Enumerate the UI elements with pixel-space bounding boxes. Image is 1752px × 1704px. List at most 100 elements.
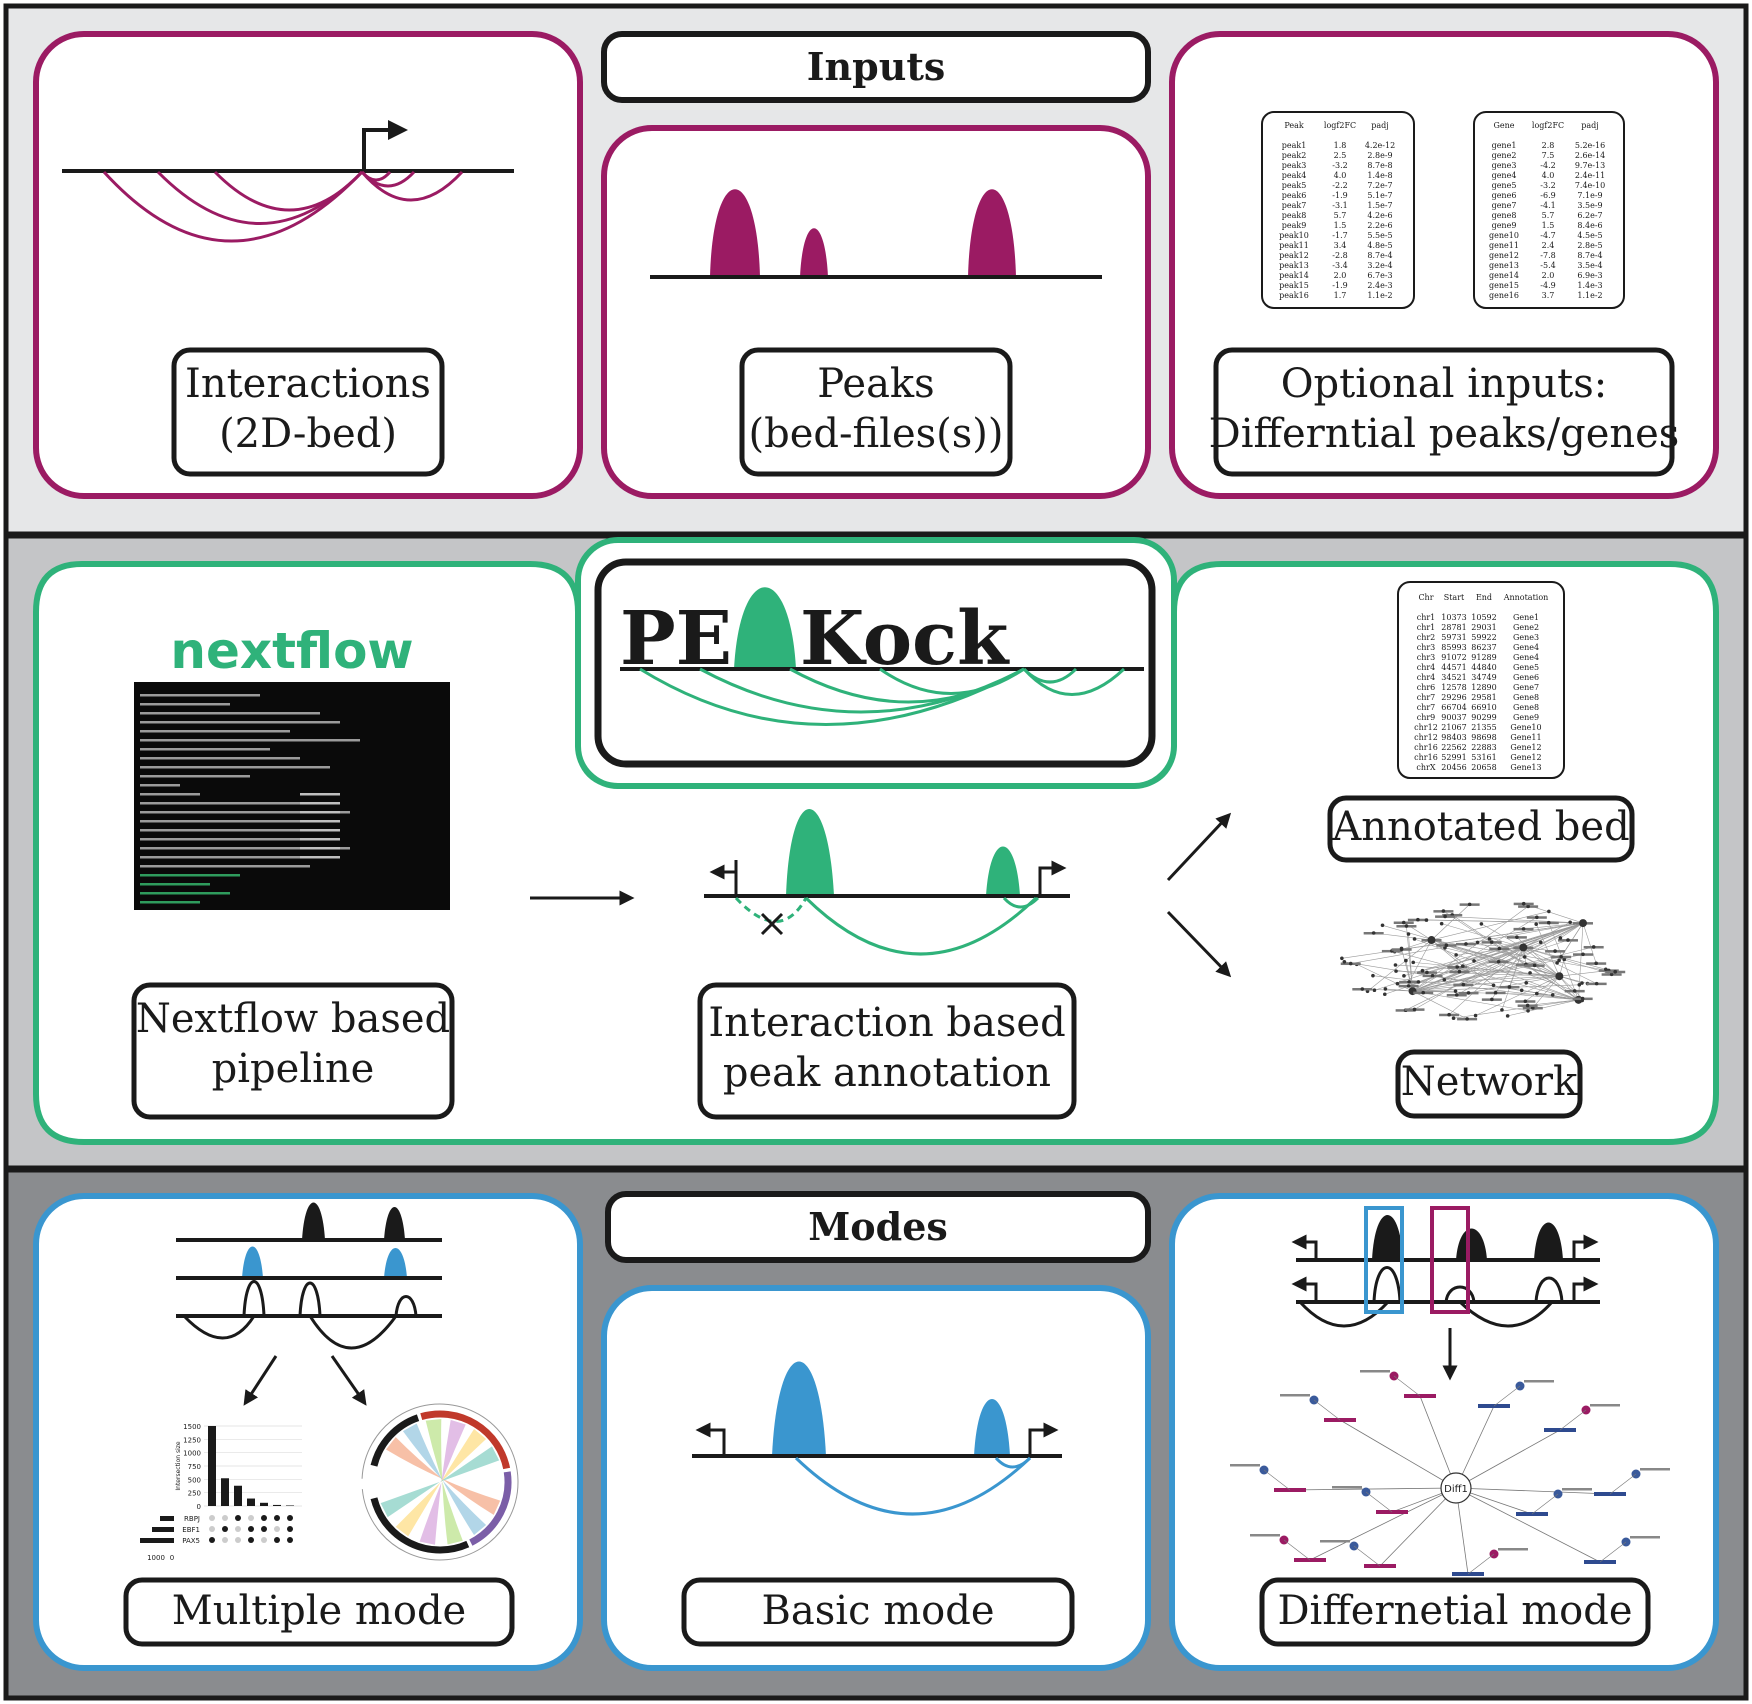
network-node	[1609, 972, 1614, 977]
diff-network-label	[1640, 1468, 1670, 1471]
upset-set-bar	[160, 1516, 174, 1521]
network-node	[1442, 977, 1447, 982]
diff-network-edge	[1455, 1429, 1561, 1489]
diff-network-edge	[1531, 1493, 1559, 1515]
diff-network-edge	[1419, 1395, 1457, 1489]
terminal-line	[140, 748, 270, 751]
network-node	[1399, 947, 1404, 952]
network-edge	[1367, 939, 1432, 992]
upset-dot	[248, 1537, 254, 1543]
gene-table-cell: gene13	[1489, 261, 1519, 270]
network-node	[1493, 990, 1498, 995]
annotated-bed-label: Annotated bed	[1331, 804, 1629, 850]
peak-table-cell: 5.5e-5	[1367, 231, 1392, 240]
gene-table-cell: 4.5e-5	[1577, 231, 1602, 240]
peak-table-cell: 2.4e-3	[1367, 281, 1392, 290]
blocked-interaction-cross-icon	[760, 912, 784, 936]
peak-table-cell: peak4	[1282, 171, 1307, 180]
network-edge	[1414, 938, 1579, 1001]
gene-table-cell: 4.0	[1542, 171, 1555, 180]
terminal-line	[140, 847, 350, 850]
diff-network-label	[1590, 1404, 1620, 1407]
basic-mode-label: Basic mode	[762, 1588, 995, 1634]
upset-bar	[247, 1498, 255, 1506]
annotation-table-cell: chr16	[1414, 743, 1438, 752]
diff-network-edge	[1379, 1487, 1457, 1567]
network-node	[1613, 969, 1618, 974]
annotation-table-cell: 53161	[1471, 753, 1496, 762]
annotation-table-cell: Gene2	[1513, 623, 1539, 632]
peak-table-cell: -1.9	[1332, 281, 1347, 290]
interactions-panel: Interactions (2D-bed)	[33, 31, 583, 499]
network-node	[1555, 972, 1564, 981]
annotation-table-cell: 34749	[1471, 673, 1496, 682]
chord-ribbon	[386, 1437, 501, 1515]
network-node	[1455, 965, 1460, 969]
annotation-table-cell: 59731	[1441, 633, 1466, 642]
network-edge	[1372, 975, 1579, 1001]
peak-table-cell: peak5	[1282, 181, 1307, 190]
upset-ytick: 0	[197, 1503, 201, 1511]
gene-table-cell: 9.7e-13	[1575, 161, 1605, 170]
upset-ylabel: Intersection size	[175, 1441, 182, 1491]
network-node	[1460, 964, 1465, 968]
interaction-label-line2: peak annotation	[723, 1050, 1051, 1096]
network-node	[1535, 915, 1539, 920]
chord-segment	[420, 1410, 511, 1470]
network-edge	[1431, 911, 1549, 941]
diff-network-center-node	[1440, 1472, 1472, 1504]
annotation-table-cell: 66910	[1471, 703, 1496, 712]
network-edge	[1523, 947, 1612, 975]
interaction-label-line1: Interaction based	[708, 1000, 1065, 1046]
terminal-line	[140, 730, 290, 733]
peaks-label-line2: (bed-files(s))	[748, 411, 1003, 457]
network-node	[1439, 921, 1444, 926]
chord-outer-ring	[361, 1403, 519, 1561]
network-node	[1500, 1008, 1504, 1012]
peak-table-cell: peak2	[1282, 151, 1307, 160]
diff-network-label	[1524, 1380, 1554, 1383]
terminal-line-status	[300, 856, 340, 859]
gene-table-cell: 7.5	[1542, 151, 1555, 160]
network-edge	[1412, 990, 1553, 996]
upset-dot	[235, 1526, 241, 1532]
network-node	[1454, 953, 1458, 957]
gene-table-cell: 7.1e-9	[1577, 191, 1602, 200]
peak-table-cell: peak14	[1279, 271, 1309, 280]
multiple-mode-label: Multiple mode	[172, 1588, 466, 1634]
peaks-label-line1: Peaks	[817, 361, 934, 407]
gene-table-cell: gene11	[1489, 241, 1519, 250]
gene-table-cell: 3.5e-4	[1577, 261, 1602, 270]
network-edge	[1526, 982, 1579, 1001]
right-tss-arrow-icon	[1038, 860, 1067, 896]
annotation-table-cell: Gene1	[1513, 613, 1539, 622]
annotation-table-cell: chr6	[1417, 683, 1436, 692]
upset-bar	[208, 1426, 216, 1506]
peak-table-cell: 4.0	[1334, 171, 1347, 180]
diff-network-label	[1230, 1464, 1260, 1467]
chord-segment	[469, 1471, 512, 1546]
gene-table-header: Gene	[1493, 121, 1514, 130]
diff-network-edge	[1609, 1473, 1637, 1495]
gene-table-cell: gene8	[1492, 211, 1517, 220]
peak-table-cell: 2.2e-6	[1367, 221, 1392, 230]
network-node	[1412, 937, 1417, 941]
terminal-line	[140, 883, 210, 886]
annotation-table-cell: chr12	[1414, 723, 1438, 732]
network-node	[1521, 901, 1526, 906]
annotation-table-cell: chr1	[1417, 613, 1436, 622]
peak-table-cell: -1.7	[1332, 231, 1347, 240]
network-node	[1466, 991, 1471, 995]
annotation-table-cell: Gene12	[1510, 743, 1541, 752]
diff-network-edge	[1467, 1553, 1495, 1575]
network-node	[1421, 990, 1426, 995]
peak-table-cell: peak10	[1279, 231, 1309, 240]
upset-dot	[248, 1526, 254, 1532]
terminal-line	[140, 811, 350, 814]
network-node	[1372, 988, 1377, 993]
network-edge	[1456, 922, 1584, 996]
gene-table-cell: 8.4e-6	[1577, 221, 1602, 230]
peakock-logo: PE Kock	[575, 537, 1177, 789]
network-node	[1411, 960, 1416, 965]
